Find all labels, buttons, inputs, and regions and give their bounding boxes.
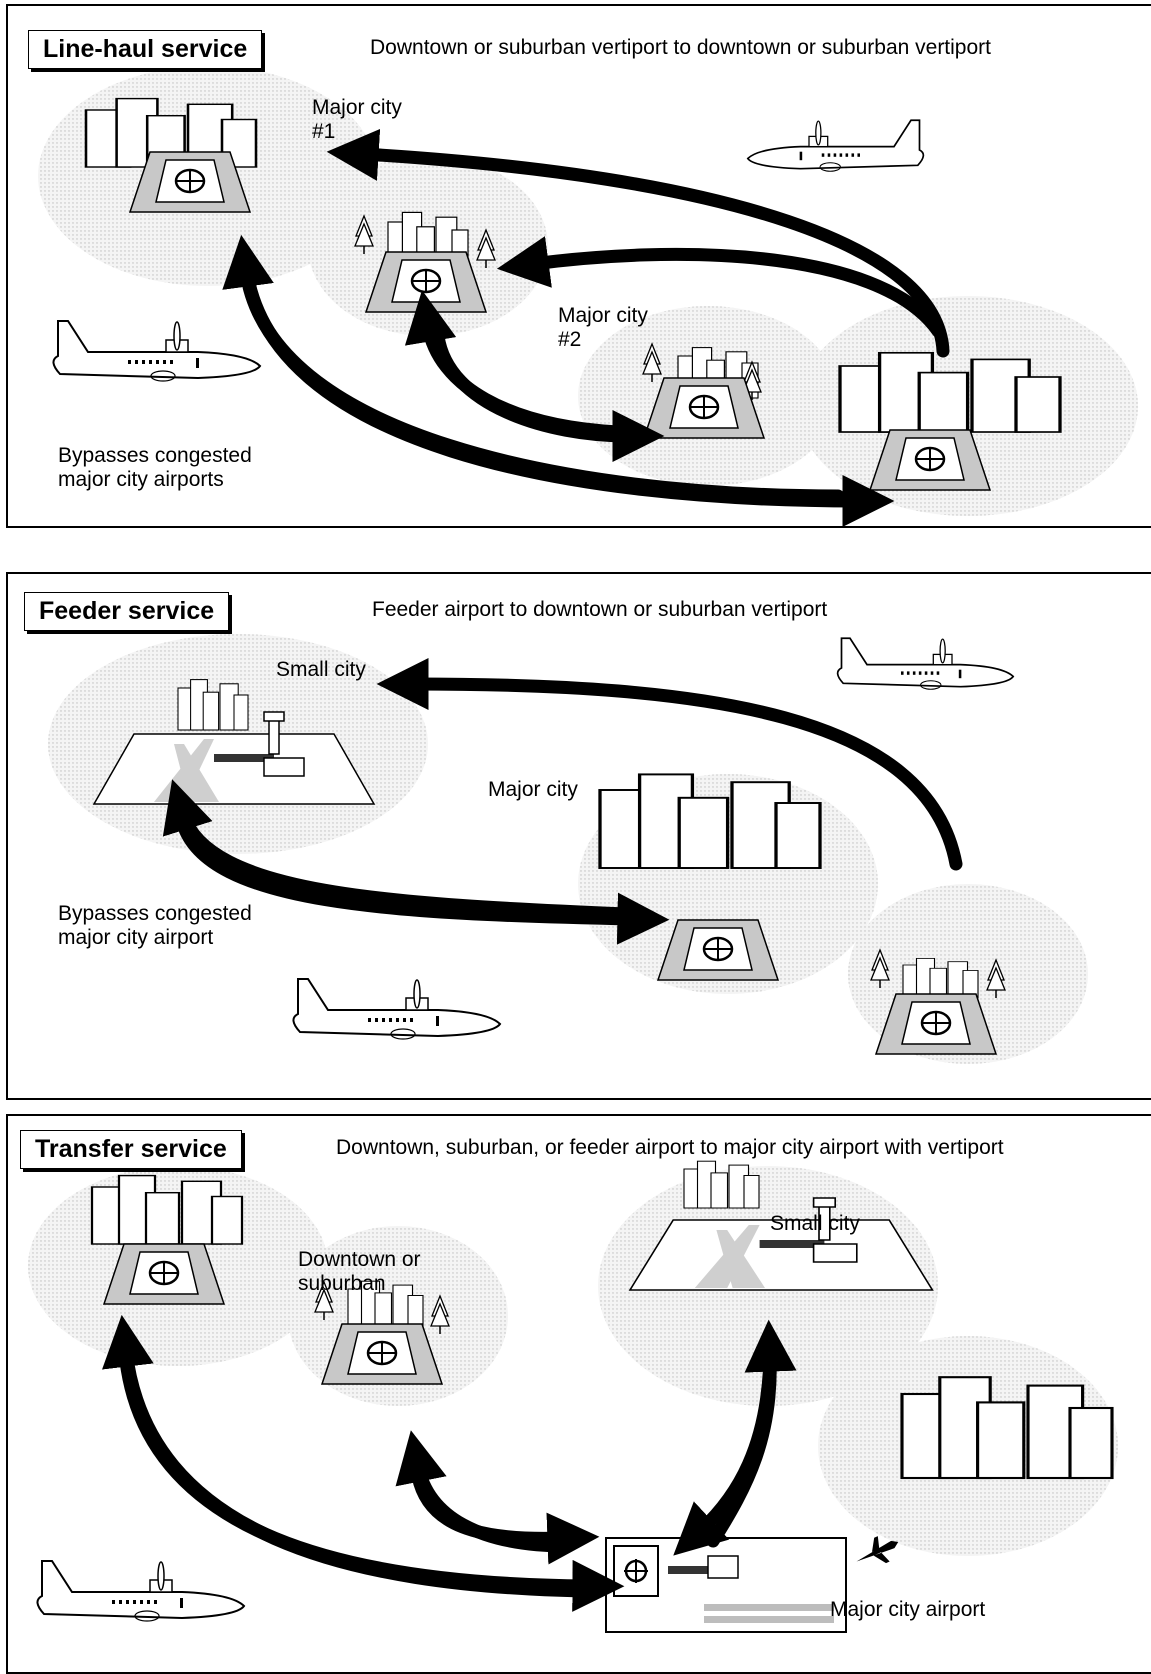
feeder-illustration xyxy=(48,634,1088,1064)
vertiport-icon xyxy=(642,376,766,440)
panel-subtitle: Downtown or suburban vertiport to downto… xyxy=(370,36,991,59)
line-haul-illustration xyxy=(38,66,1138,526)
tiltrotor-aircraft-icon xyxy=(36,1560,245,1622)
bypass-label-line1: Bypasses congested xyxy=(58,902,252,925)
major-city-label: Major city xyxy=(488,778,578,801)
city1-label-line1: Major city xyxy=(312,96,402,119)
vertiport-icon xyxy=(364,250,488,314)
major-airport-vertiport-icon xyxy=(605,1537,847,1633)
vertiport-icon xyxy=(102,1242,226,1306)
panel-title: Feeder service xyxy=(24,592,230,631)
downtown-label-line2: suburban xyxy=(298,1272,386,1295)
vertiport-icon xyxy=(656,918,780,982)
small-city-buildings-icon xyxy=(683,1160,760,1209)
vertiport-icon xyxy=(320,1322,444,1386)
jet-airliner-icon xyxy=(856,1536,899,1564)
panel-title: Transfer service xyxy=(20,1130,242,1169)
route-arrows xyxy=(102,1314,797,1612)
city1-label-line2: #1 xyxy=(312,120,336,143)
transfer-panel: Transfer service Downtown, suburban, or … xyxy=(6,1114,1151,1674)
line-haul-panel: Line-haul service Downtown or suburban v… xyxy=(6,4,1151,528)
bypass-label-line2: major city airports xyxy=(58,468,224,491)
city2-label-line1: Major city xyxy=(558,304,648,327)
city2-label-line2: #2 xyxy=(558,328,582,351)
vertiport-icon xyxy=(128,150,252,214)
route-arrows xyxy=(162,658,963,945)
route-arrows xyxy=(222,128,950,526)
small-city-label: Small city xyxy=(276,658,366,681)
tiltrotor-aircraft-icon xyxy=(52,320,261,382)
feeder-panel: Feeder service Feeder airport to downtow… xyxy=(6,572,1151,1100)
panel-subtitle: Downtown, suburban, or feeder airport to… xyxy=(336,1136,1004,1159)
downtown-label-line1: Downtown or xyxy=(298,1248,421,1271)
bypass-label-line2: major city airport xyxy=(58,926,214,949)
tiltrotor-aircraft-icon xyxy=(746,119,925,173)
small-city-label: Small city xyxy=(770,1212,860,1235)
panel-title: Line-haul service xyxy=(28,30,263,69)
transfer-illustration xyxy=(28,1160,1118,1633)
vertiport-icon xyxy=(868,428,992,492)
tiltrotor-aircraft-icon xyxy=(836,637,1015,691)
vertiport-icon xyxy=(874,992,998,1056)
panel-subtitle: Feeder airport to downtown or suburban v… xyxy=(372,598,828,621)
bypass-label-line1: Bypasses congested xyxy=(58,444,252,467)
tiltrotor-aircraft-icon xyxy=(292,978,501,1040)
major-airport-label: Major city airport xyxy=(830,1598,986,1621)
